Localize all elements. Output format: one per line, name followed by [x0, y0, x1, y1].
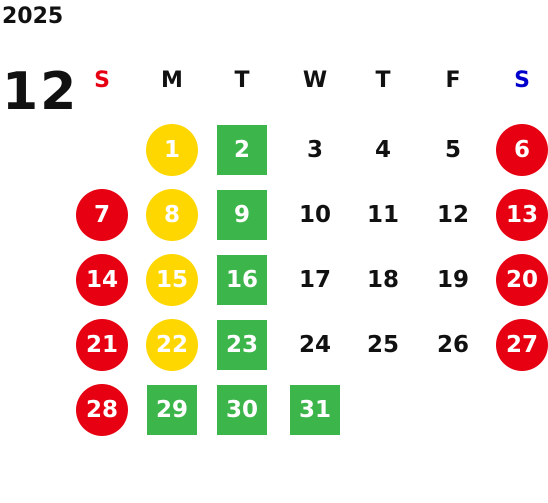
day-cell-9: 9 [217, 190, 267, 240]
day-cell-29: 29 [147, 385, 197, 435]
weekday-header: T [375, 67, 391, 93]
day-cell-17: 17 [298, 267, 331, 293]
day-cell-18: 18 [366, 267, 399, 293]
day-cell-13: 13 [496, 189, 548, 241]
day-cell-10: 10 [298, 202, 331, 228]
day-cell-28: 28 [76, 384, 128, 436]
weekday-header: M [161, 67, 183, 93]
weekday-header: S [94, 67, 110, 93]
day-cell-19: 19 [436, 267, 469, 293]
day-cell-23: 23 [217, 320, 267, 370]
day-cell-20: 20 [496, 254, 548, 306]
weekday-header: F [445, 67, 461, 93]
day-cell-11: 11 [366, 202, 399, 228]
weekday-header: S [514, 67, 530, 93]
day-cell-6: 6 [496, 124, 548, 176]
day-cell-26: 26 [436, 332, 469, 358]
day-cell-4: 4 [374, 137, 391, 163]
day-cell-1: 1 [146, 124, 198, 176]
day-cell-12: 12 [436, 202, 469, 228]
day-cell-25: 25 [366, 332, 399, 358]
day-cell-31: 31 [290, 385, 340, 435]
day-cell-3: 3 [306, 137, 323, 163]
day-cell-16: 16 [217, 255, 267, 305]
day-cell-7: 7 [76, 189, 128, 241]
day-cell-15: 15 [146, 254, 198, 306]
day-cell-8: 8 [146, 189, 198, 241]
day-cell-24: 24 [298, 332, 331, 358]
day-cell-2: 2 [217, 125, 267, 175]
day-cell-21: 21 [76, 319, 128, 371]
day-cell-5: 5 [444, 137, 461, 163]
day-cell-27: 27 [496, 319, 548, 371]
year-label: 2025 [2, 4, 64, 29]
weekday-header: T [234, 67, 250, 93]
weekday-header: W [302, 67, 328, 93]
day-cell-30: 30 [217, 385, 267, 435]
day-cell-14: 14 [76, 254, 128, 306]
day-cell-22: 22 [146, 319, 198, 371]
month-number: 12 [2, 62, 79, 122]
